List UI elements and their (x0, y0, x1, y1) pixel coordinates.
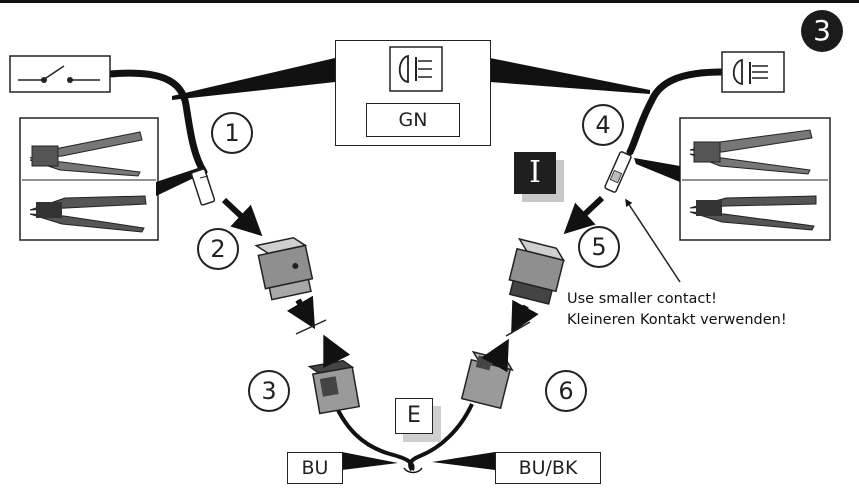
connector-plug-icon-left (307, 359, 361, 415)
wire-color-bu-bk: BU/BK (495, 452, 601, 484)
crimp-contact-icon-left (190, 168, 216, 206)
callout-wedge-bubk (432, 452, 495, 470)
cable-right (626, 68, 726, 156)
cable-left (106, 69, 208, 176)
step-2: 2 (197, 228, 239, 270)
cable-bottom-right (408, 403, 474, 472)
step-4: 4 (582, 104, 624, 146)
top-rule (0, 0, 859, 3)
wire-color-bu: BU (287, 452, 343, 484)
step-5: 5 (578, 226, 620, 268)
fog-lamp-icon-center (389, 46, 443, 92)
connector-plug-icon-right (460, 350, 514, 410)
step-1: 1 (211, 112, 253, 154)
variant-i-badge: I (514, 152, 556, 194)
callout-wedge-left (172, 58, 335, 100)
variant-e-badge: E (395, 398, 433, 434)
crimping-pliers-icon (19, 117, 200, 241)
fog-lamp-label-box: GN (335, 40, 491, 146)
step-6: 6 (545, 370, 587, 412)
note-line-2: Kleineren Kontakt verwenden! (567, 312, 787, 328)
crimp-contact-icon-right (604, 151, 632, 193)
switch-icon (9, 55, 111, 93)
wire-color-gn: GN (366, 103, 460, 137)
connector-housing-icon-right (508, 237, 566, 305)
callout-wedge-right (490, 58, 650, 94)
note-line-1: Use smaller contact! (567, 291, 717, 307)
fog-lamp-icon-right (721, 51, 785, 93)
step-3: 3 (248, 370, 290, 412)
crimping-pliers-icon-right (634, 117, 831, 241)
callout-wedge-bu (342, 452, 398, 470)
step-badge: 3 (801, 10, 843, 52)
connector-housing-icon-left (254, 236, 314, 301)
